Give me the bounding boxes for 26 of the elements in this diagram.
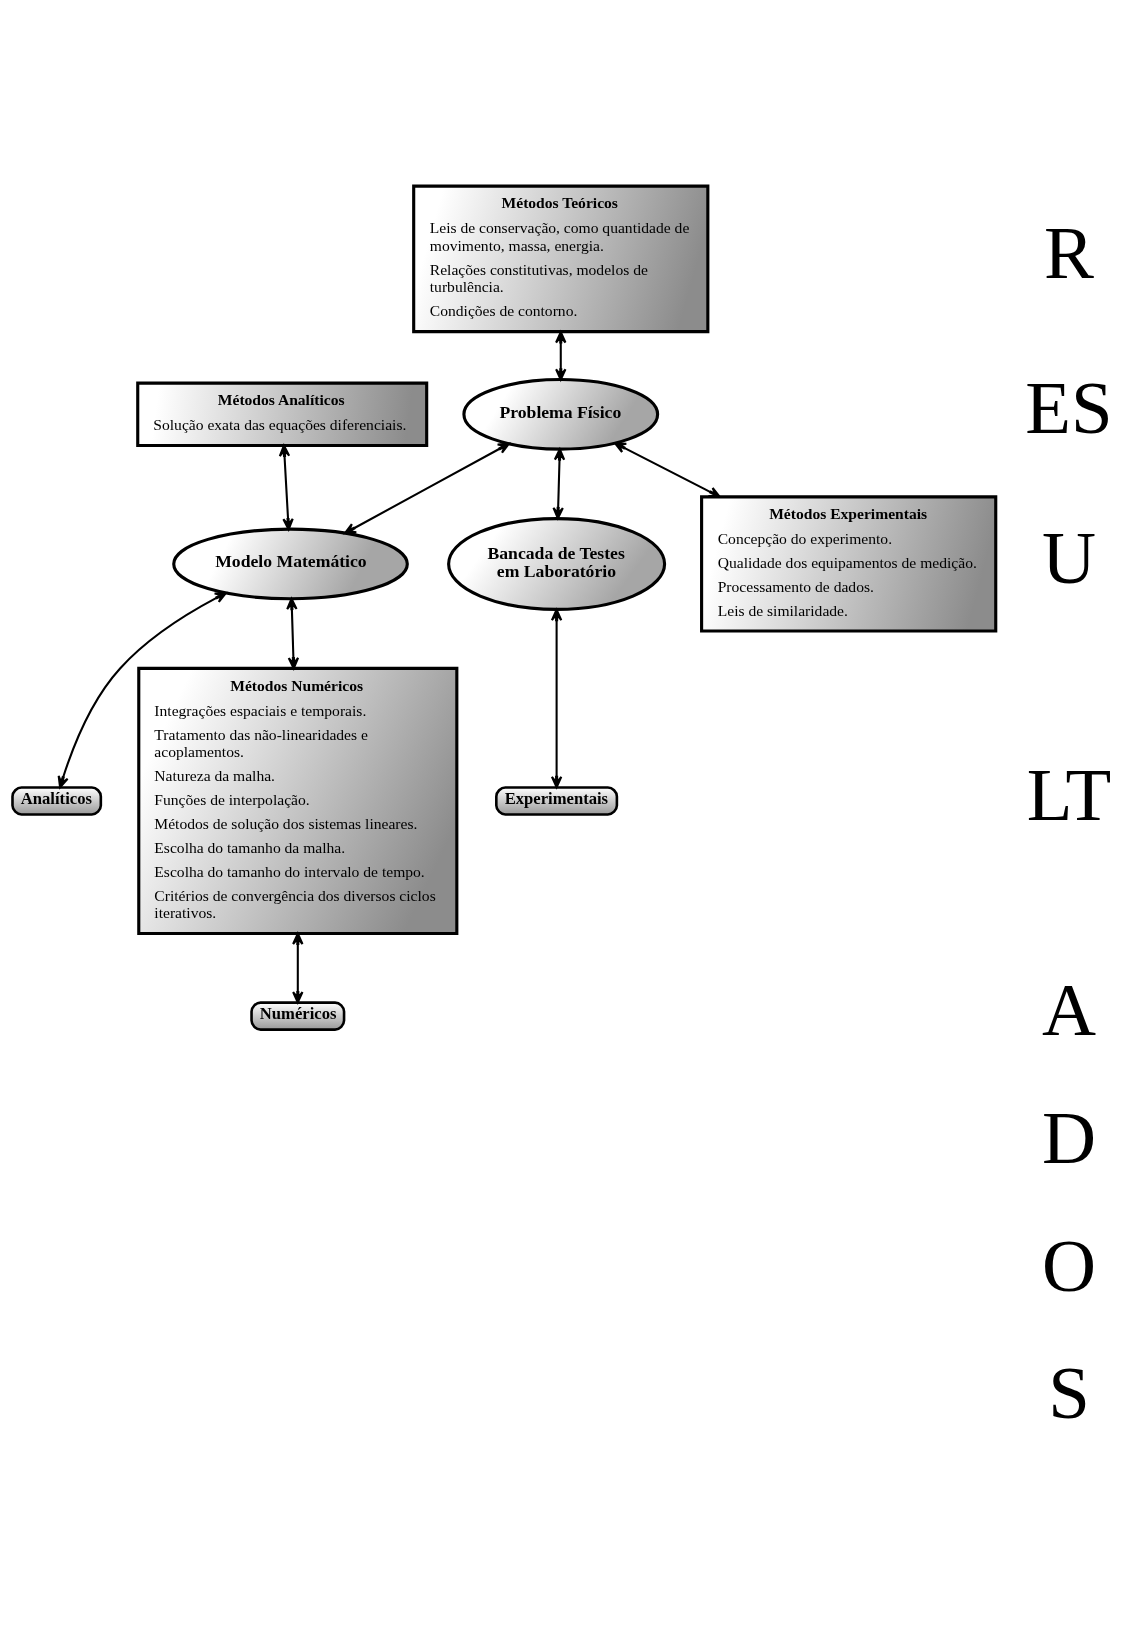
label: A xyxy=(1042,967,1097,1051)
node-box: Métodos Teóricos Leis de conservação, como quantidade de movimento, massa, energia. Relações constitutivas, modelos de turbulência. Condições de contorno. xyxy=(412,184,710,333)
node-box: Métodos Numéricos Integrações espaciais e temporais. Tratamento das não-linearidades e acoplamentos. Natureza da malha. Funções de interpolação. Métodos de solução dos sistemas lineares. Escolha do tamanho da malha. Escolha do tamanho do intervalo de tempo. Critérios de convergência dos diversos ciclos iterativos. xyxy=(137,666,459,935)
arrow xyxy=(550,608,563,788)
node-ellipse: Bancada de Testes em Laboratório xyxy=(447,516,667,611)
label: D xyxy=(1042,1095,1097,1179)
label: O xyxy=(1042,1223,1097,1307)
node-ellipse: Modelo Matemático xyxy=(172,527,409,600)
node-box: Numéricos xyxy=(250,1000,346,1031)
arrow xyxy=(555,330,567,381)
node-box: Experimentais xyxy=(495,785,619,816)
node-box: Analíticos xyxy=(11,785,103,816)
label: S xyxy=(1048,1350,1090,1434)
label: LT xyxy=(1026,752,1112,836)
arrow xyxy=(292,932,304,1003)
label: ES xyxy=(1025,365,1113,449)
arrow xyxy=(343,442,511,534)
arrow xyxy=(613,441,721,498)
label: U xyxy=(1042,515,1097,599)
label: R xyxy=(1044,210,1094,294)
node-box: Métodos Analíticos Solução exata das equações diferenciais. xyxy=(136,381,429,447)
arrow xyxy=(286,597,300,669)
arrow xyxy=(552,447,566,519)
node-box: Métodos Experimentais Concepção do experimento. Qualidade dos equipamentos de medição. Processamento de dados. Leis de similaridade. xyxy=(700,494,998,633)
arrow xyxy=(57,591,227,788)
arrow xyxy=(278,444,294,530)
